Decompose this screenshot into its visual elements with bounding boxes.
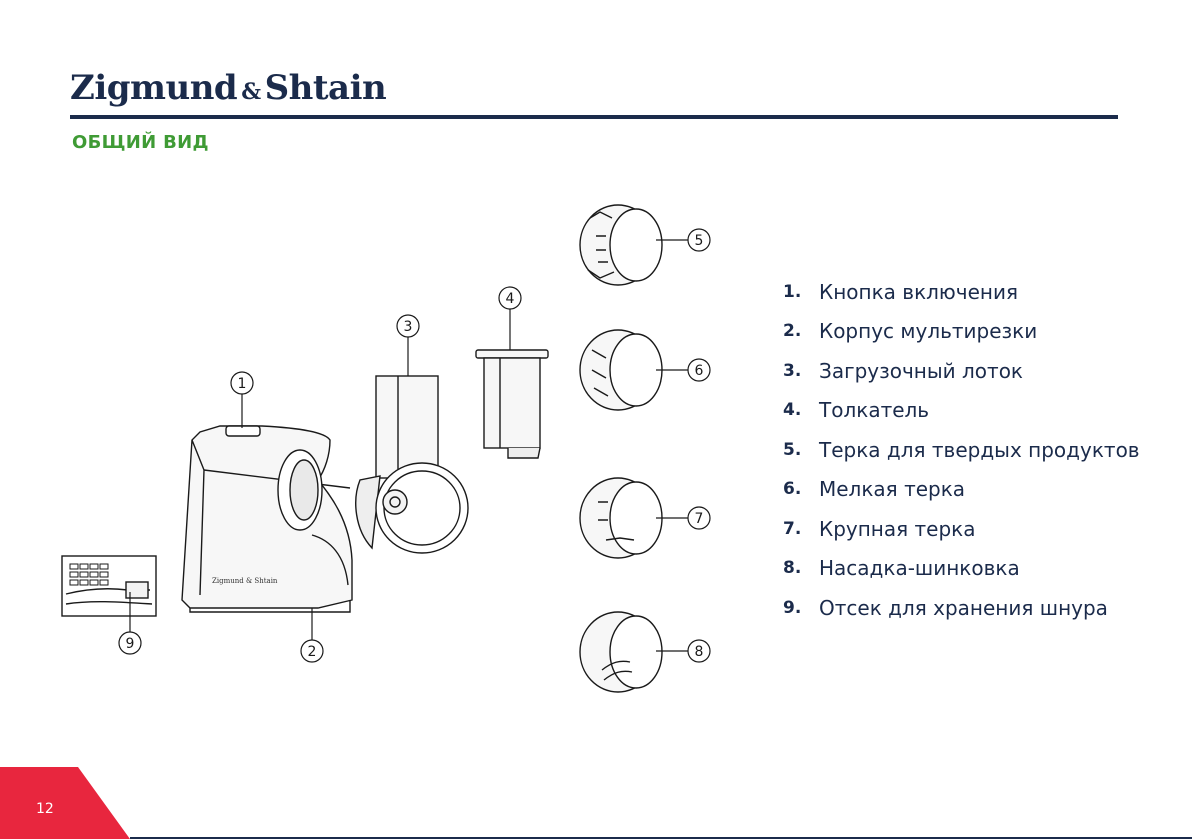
drum-fine-grater (580, 330, 662, 410)
device-logo-text: Zigmund & Shtain (212, 577, 278, 585)
legend-label: Терка для твердых продуктов (819, 438, 1140, 462)
brand-name-left: Zigmund (70, 68, 237, 108)
legend-number: 3. (783, 361, 819, 381)
legend-label: Крупная терка (819, 517, 976, 541)
legend-item: 2.Корпус мультирезки (783, 312, 1140, 352)
cord-storage-inset (62, 556, 156, 616)
legend-number: 5. (783, 440, 819, 460)
callout-3: 3 (397, 315, 419, 337)
legend-item: 9.Отсек для хранения шнура (783, 588, 1140, 628)
legend-item: 6.Мелкая терка (783, 470, 1140, 510)
brand-name-right: Shtain (265, 68, 387, 108)
legend-item: 5.Терка для твердых продуктов (783, 430, 1140, 470)
legend-label: Корпус мультирезки (819, 319, 1037, 343)
legend-label: Мелкая терка (819, 477, 965, 501)
callout-2: 2 (301, 640, 323, 662)
callout-4-label: 4 (506, 291, 515, 307)
callout-5: 5 (688, 229, 710, 251)
callout-1: 1 (231, 372, 253, 394)
product-diagram: Zigmund & Shtain (0, 180, 780, 720)
legend-number: 7. (783, 519, 819, 539)
loading-chute (356, 376, 468, 553)
legend-item: 1.Кнопка включения (783, 272, 1140, 312)
legend-number: 9. (783, 598, 819, 618)
legend-number: 4. (783, 400, 819, 420)
legend-number: 6. (783, 479, 819, 499)
legend-label: Толкатель (819, 398, 929, 422)
legend-item: 7.Крупная терка (783, 509, 1140, 549)
callout-7: 7 (688, 507, 710, 529)
header-rule (70, 115, 1118, 119)
callout-3-label: 3 (404, 319, 413, 335)
legend-item: 8.Насадка-шинковка (783, 549, 1140, 589)
parts-legend: 1.Кнопка включения 2.Корпус мультирезки … (783, 272, 1140, 628)
drum-slicer (580, 612, 662, 692)
callout-8-label: 8 (695, 644, 704, 660)
brand-logo: Zigmund&Shtain (70, 68, 386, 108)
callout-7-label: 7 (695, 511, 704, 527)
legend-number: 8. (783, 558, 819, 578)
section-title: ОБЩИЙ ВИД (72, 132, 209, 153)
legend-number: 1. (783, 282, 819, 302)
drum-hard-grater (580, 205, 662, 285)
legend-number: 2. (783, 321, 819, 341)
brand-ampersand: & (241, 79, 260, 105)
legend-label: Насадка-шинковка (819, 556, 1020, 580)
callout-1-label: 1 (238, 376, 247, 392)
callout-6: 6 (688, 359, 710, 381)
legend-item: 4.Толкатель (783, 391, 1140, 431)
legend-label: Загрузочный лоток (819, 359, 1023, 383)
legend-item: 3.Загрузочный лоток (783, 351, 1140, 391)
callout-8: 8 (688, 640, 710, 662)
callout-2-label: 2 (308, 644, 317, 660)
page-number: 12 (36, 801, 54, 817)
pusher (476, 350, 548, 458)
callout-4: 4 (499, 287, 521, 309)
callout-6-label: 6 (695, 363, 704, 379)
legend-label: Кнопка включения (819, 280, 1018, 304)
callout-5-label: 5 (695, 233, 704, 249)
callout-9: 9 (119, 632, 141, 654)
device-body: Zigmund & Shtain (182, 426, 352, 612)
page-corner-tab (0, 767, 130, 839)
callout-9-label: 9 (126, 636, 135, 652)
legend-label: Отсек для хранения шнура (819, 596, 1108, 620)
drum-coarse-grater (580, 478, 662, 558)
